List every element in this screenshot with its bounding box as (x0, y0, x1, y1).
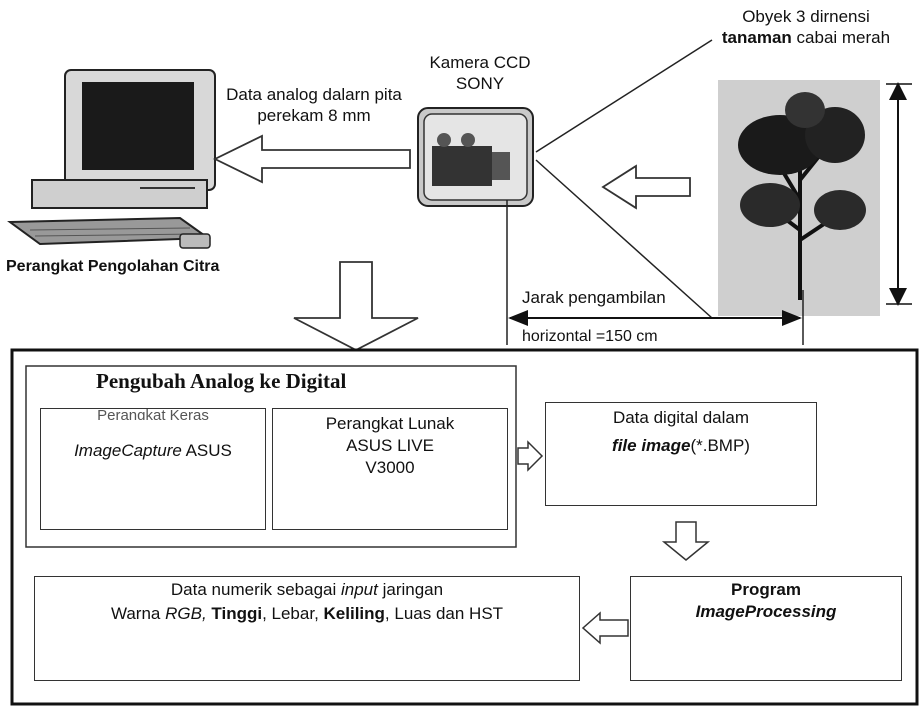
program-line2: ImageProcessing (695, 602, 837, 621)
arrow-program-to-numeric (581, 611, 629, 645)
numeric-keliling: Keliling (323, 604, 385, 623)
computer-icon (7, 69, 216, 249)
numeric-rgb: RGB, (165, 604, 207, 623)
numeric-l2b: , Lebar, (262, 604, 324, 623)
hardware-italic: ImageCapture (74, 441, 182, 460)
software-line1: Perangkat Lunak (325, 414, 455, 433)
camera-label: Kamera CCD SONY (400, 52, 560, 94)
adc-group (25, 365, 517, 548)
numeric-l1a: Data numerik sebagai (170, 580, 341, 599)
numeric-data-box: Data numerik sebagai input jaringan Warn… (34, 576, 580, 681)
analog-label: Data analog dalarn pita perekam 8 mm (198, 84, 430, 126)
arrow-plant-to-camera (601, 164, 691, 210)
pc-label: Perangkat Pengolahan Citra (6, 258, 220, 275)
object-label-line1: Obyek 3 dirnensi (742, 7, 870, 26)
numeric-l2a: Warna (110, 604, 166, 623)
object-label-rest: cabai merah (791, 28, 891, 47)
camera-icon (417, 107, 534, 207)
hardware-rest: ASUS (181, 441, 232, 460)
camera-label-line1: Kamera CCD (429, 53, 531, 72)
program-box: Program ImageProcessing (630, 576, 902, 681)
distance-label-line2: horizontal =150 cm (522, 328, 658, 346)
arrow-camera-to-computer (212, 134, 411, 184)
numeric-l2c: , Luas dan HST (384, 604, 504, 623)
numeric-l1b: jaringan (377, 580, 444, 599)
program-line1: Program (731, 580, 801, 599)
arrow-adc-to-digital (517, 440, 544, 472)
distance-label-line1: Jarak pengambilan (522, 288, 666, 307)
height-arrow (886, 82, 912, 306)
object-label-bold: tanaman (721, 28, 792, 47)
digital-line1: Data digital dalam (612, 408, 750, 427)
analog-label-line2: perekam 8 mm (257, 106, 371, 125)
plant-image (718, 80, 880, 316)
view-line-bottom (535, 159, 713, 319)
object-label: Obyek 3 dirnensi tanaman cabai merah (690, 6, 922, 48)
distance-arrow (508, 310, 802, 326)
arrow-digital-to-program (661, 521, 711, 561)
numeric-input: input (341, 580, 378, 599)
software-line2: ASUS LIVE (346, 436, 434, 455)
camera-label-line2: SONY (455, 74, 505, 93)
software-line3: V3000 (365, 458, 415, 477)
digital-file-image: file image (612, 436, 691, 455)
digital-ext: (*.BMP) (690, 436, 750, 455)
numeric-tinggi: Tinggi (206, 604, 263, 623)
process-frame (10, 348, 919, 706)
digital-data-box: Data digital dalam file image(*.BMP) (545, 402, 817, 506)
hardware-box: Perangkat Keras ImageCapture ASUS (40, 408, 266, 530)
hardware-label-partial: Perangkat Keras (97, 409, 209, 420)
view-line-top (535, 39, 713, 153)
arrow-computer-to-adc (293, 261, 419, 352)
analog-label-line1: Data analog dalarn pita (226, 85, 402, 104)
software-box: Perangkat Lunak ASUS LIVE V3000 (272, 408, 508, 530)
adc-title: Pengubah Analog ke Digital (96, 369, 347, 393)
